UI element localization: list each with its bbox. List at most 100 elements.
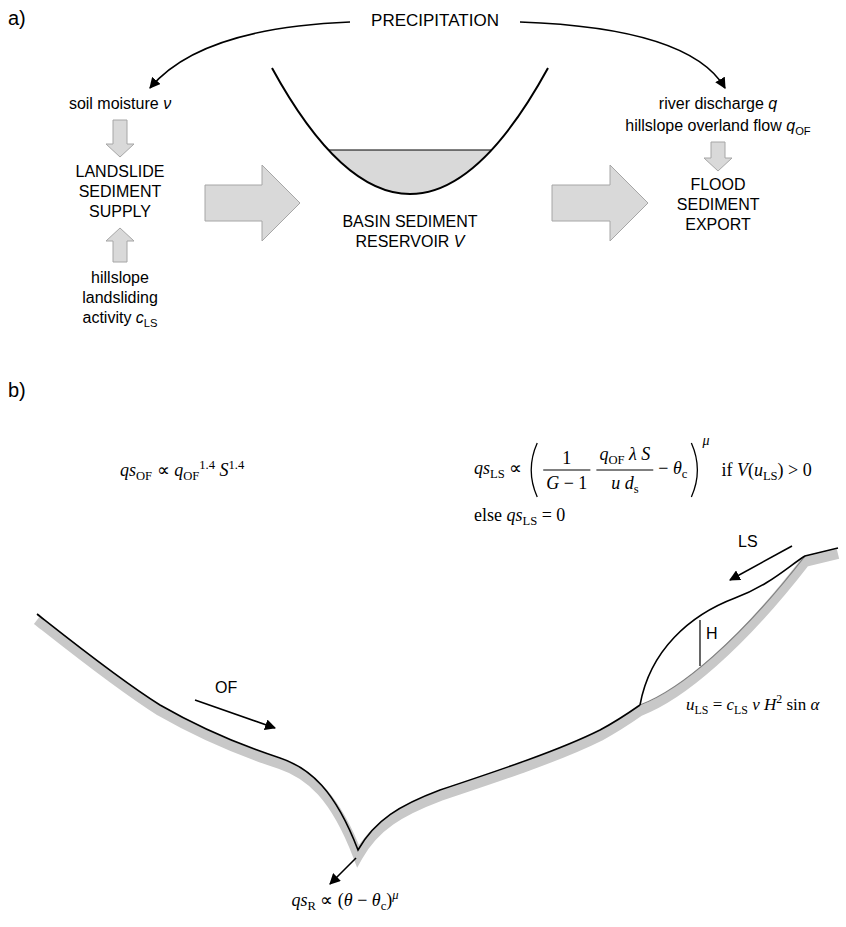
process-tag: OF bbox=[215, 678, 237, 698]
process-tag: LS bbox=[738, 532, 758, 552]
text-run: − bbox=[658, 458, 673, 478]
variable-label: hillslope landsliding activity cLS bbox=[65, 268, 175, 330]
text-run: − bbox=[353, 890, 372, 910]
text-run: ) > 0 bbox=[778, 460, 812, 480]
text-run: 2 bbox=[776, 692, 782, 706]
text-run: ) bbox=[386, 890, 392, 910]
text-run: V bbox=[454, 233, 465, 250]
text-run bbox=[637, 444, 642, 464]
text-run: FLOOD SEDIMENT EXPORT bbox=[677, 176, 760, 233]
reservoir-label: BASIN SEDIMENT RESERVOIR V bbox=[325, 212, 495, 252]
fraction-bar bbox=[543, 470, 590, 471]
block-arrow bbox=[106, 120, 134, 157]
equation: qsR ∝ (θ − θc)μ bbox=[291, 888, 398, 915]
text-run: LS bbox=[490, 467, 505, 481]
equation-part: − θc bbox=[658, 457, 687, 483]
block-arrow bbox=[205, 165, 300, 241]
equation: qsOF ∝ qOF1.4 S1.4 bbox=[120, 458, 244, 485]
text-run: λ bbox=[629, 444, 637, 464]
equation-part: 1 bbox=[562, 447, 571, 470]
text-run bbox=[624, 444, 629, 464]
text-run: LS bbox=[523, 514, 538, 528]
text-run: qs bbox=[474, 458, 490, 478]
fraction-bar bbox=[596, 470, 653, 471]
text-run: c bbox=[381, 899, 387, 913]
text-run: LANDSLIDE SEDIMENT SUPPLY bbox=[76, 163, 165, 220]
text-run: V bbox=[737, 460, 748, 480]
equation-part: qsLS ∝ bbox=[474, 457, 522, 483]
text-run: ∝ bbox=[152, 460, 174, 480]
text-run: a) bbox=[8, 7, 26, 29]
text-run: θ bbox=[344, 890, 353, 910]
failure-plane bbox=[640, 556, 805, 705]
variable-label: hillslope overland flow qOF bbox=[625, 116, 810, 138]
equation-part: if V(uLS) > 0 bbox=[721, 459, 811, 485]
panel-letter: b) bbox=[8, 378, 26, 403]
text-run: q bbox=[768, 95, 777, 112]
curved-arrow bbox=[150, 22, 350, 88]
text-run: c bbox=[682, 467, 688, 481]
text-run: 1 bbox=[562, 448, 571, 468]
block-arrow bbox=[704, 142, 732, 171]
curved-arrow bbox=[520, 22, 725, 88]
equation: uLS = cLS ν H2 sin α bbox=[686, 692, 819, 718]
text-run: OF bbox=[215, 679, 237, 696]
text-run: OF bbox=[795, 125, 811, 137]
text-run: LS bbox=[695, 703, 709, 717]
overland-flow-arrow bbox=[195, 700, 275, 728]
block-arrow bbox=[552, 165, 648, 241]
text-run: S bbox=[641, 444, 650, 464]
text-run: θ bbox=[372, 890, 381, 910]
text-run: ∝ ( bbox=[316, 890, 344, 910]
text-run: μ bbox=[702, 433, 709, 448]
text-run bbox=[215, 460, 220, 480]
text-run bbox=[760, 695, 764, 714]
text-run bbox=[748, 695, 752, 714]
text-run: hillslope overland flow bbox=[625, 117, 786, 134]
text-run: LS bbox=[738, 533, 758, 550]
ground-layer bbox=[37, 554, 838, 856]
equation-part: u ds bbox=[611, 472, 638, 498]
text-run: 1.4 bbox=[199, 458, 215, 472]
thickness-marker bbox=[699, 620, 700, 666]
text-run: ν bbox=[163, 95, 171, 112]
text-run: u bbox=[686, 695, 695, 714]
text-run: = 0 bbox=[537, 505, 565, 525]
process-label: LANDSLIDE SEDIMENT SUPPLY bbox=[76, 162, 165, 222]
text-run: ν bbox=[752, 695, 760, 714]
equation-part: μ bbox=[702, 432, 709, 450]
text-run: ∝ bbox=[505, 458, 523, 478]
text-run: S bbox=[219, 460, 228, 480]
text-run: d bbox=[625, 473, 634, 493]
text-run: = bbox=[708, 695, 726, 714]
parenthesis bbox=[691, 443, 697, 497]
text-run: LS bbox=[763, 469, 778, 483]
text-run: else bbox=[474, 505, 506, 525]
equation-part: G − 1 bbox=[546, 472, 587, 495]
text-run: river discharge bbox=[659, 95, 768, 112]
landslide-arrow bbox=[730, 546, 792, 580]
text-run: α bbox=[811, 695, 820, 714]
text-run: H bbox=[764, 695, 776, 714]
text-run: q bbox=[174, 460, 183, 480]
variable-label: soil moisture ν bbox=[69, 94, 171, 114]
text-run: qs bbox=[291, 890, 307, 910]
text-run: PRECIPITATION bbox=[371, 11, 499, 30]
text-run: qs bbox=[120, 460, 136, 480]
landslide-surface bbox=[640, 548, 838, 705]
text-run: b) bbox=[8, 379, 26, 401]
text-run: OF bbox=[136, 469, 152, 483]
text-run: u bbox=[611, 473, 620, 493]
text-run: c bbox=[136, 309, 144, 326]
text-run: q bbox=[786, 117, 795, 134]
block-arrow bbox=[106, 228, 134, 262]
text-run: ( bbox=[748, 460, 754, 480]
variable-label: river discharge q bbox=[659, 94, 777, 114]
panel-letter: a) bbox=[8, 6, 26, 31]
sediment-fill bbox=[270, 150, 552, 210]
dimension-label: H bbox=[706, 624, 718, 644]
parenthesis bbox=[531, 443, 537, 497]
text-run: OF bbox=[608, 453, 624, 467]
text-run: u bbox=[754, 460, 763, 480]
